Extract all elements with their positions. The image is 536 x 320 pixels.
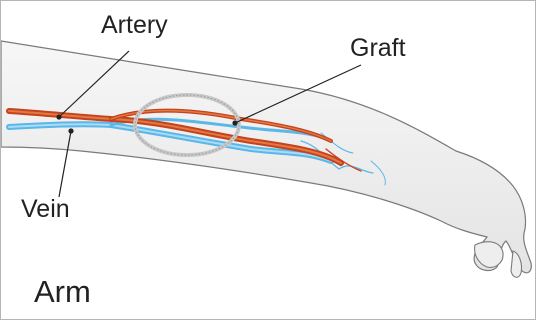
vein-label: Vein bbox=[21, 197, 70, 222]
arm-outline bbox=[1, 41, 531, 273]
arm-label: Arm bbox=[34, 276, 91, 307]
artery-label: Artery bbox=[101, 13, 168, 38]
graft-label: Graft bbox=[350, 36, 406, 61]
